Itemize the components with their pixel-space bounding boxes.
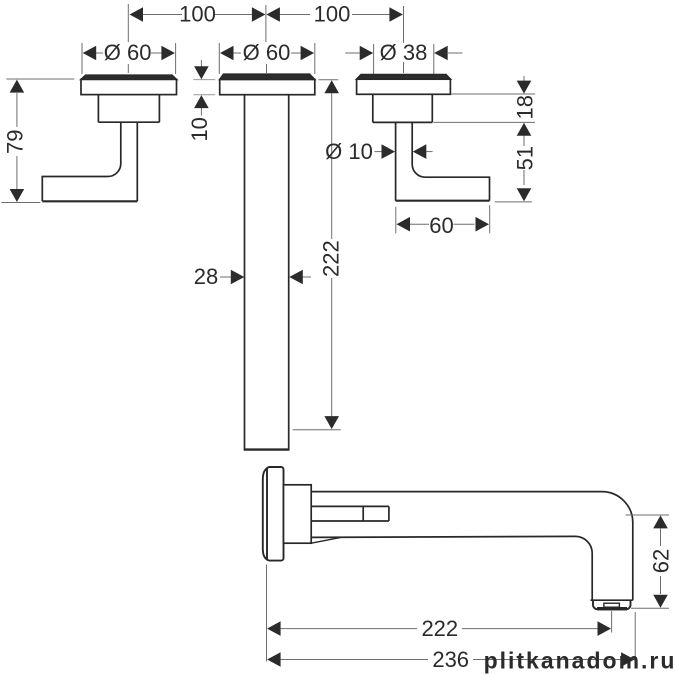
svg-text:Ø 60: Ø 60	[104, 40, 152, 65]
svg-text:100: 100	[179, 2, 216, 27]
svg-text:79: 79	[3, 129, 28, 153]
svg-text:Ø 10: Ø 10	[325, 139, 373, 164]
svg-text:Ø 38: Ø 38	[380, 40, 428, 65]
svg-text:60: 60	[429, 213, 453, 238]
svg-text:Ø 60: Ø 60	[243, 40, 291, 65]
svg-text:222: 222	[319, 240, 344, 277]
svg-text:62: 62	[649, 549, 674, 573]
svg-text:236: 236	[432, 647, 469, 672]
svg-text:28: 28	[194, 264, 218, 289]
svg-text:plitkanadom.ru: plitkanadom.ru	[484, 648, 675, 674]
svg-text:51: 51	[513, 146, 538, 170]
svg-text:10: 10	[187, 117, 212, 141]
svg-text:18: 18	[513, 95, 538, 119]
svg-text:100: 100	[314, 2, 351, 27]
svg-text:222: 222	[421, 616, 458, 641]
